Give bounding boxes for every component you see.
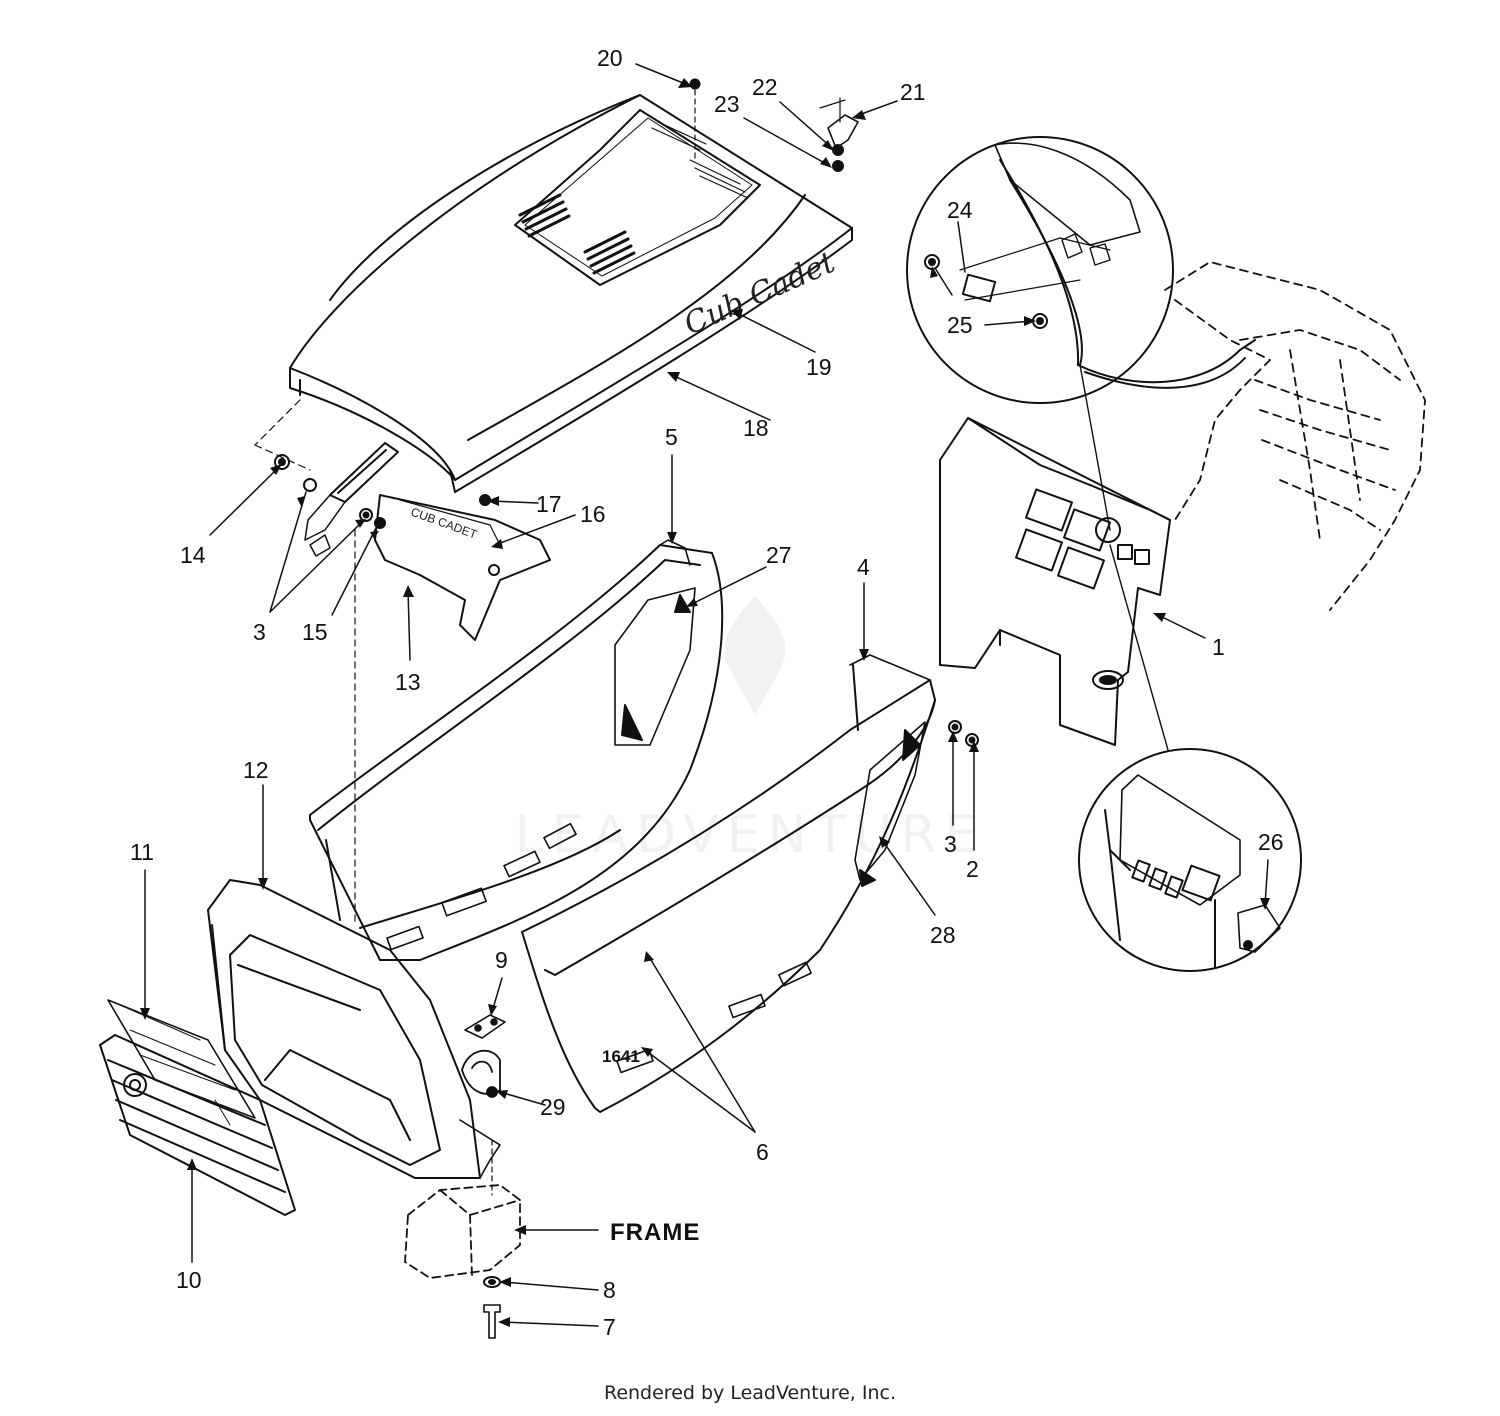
arrowheads bbox=[140, 78, 1270, 1327]
watermark: LEADVENTURE bbox=[514, 805, 986, 865]
callout-10: 10 bbox=[176, 1267, 202, 1293]
callout-17: 17 bbox=[536, 491, 562, 517]
callout-19: 19 bbox=[806, 354, 832, 380]
bracket-text: CUB CADET bbox=[409, 505, 480, 542]
callout-15: 15 bbox=[302, 619, 328, 645]
callout-27: 27 bbox=[766, 542, 792, 568]
callout-3: 3 bbox=[253, 619, 266, 645]
callout-4: 4 bbox=[857, 554, 870, 580]
callout-22: 22 bbox=[752, 74, 778, 100]
callout-21: 21 bbox=[900, 79, 926, 105]
grille bbox=[100, 1035, 295, 1215]
callout-14: 14 bbox=[180, 542, 206, 568]
engine-outline bbox=[1165, 262, 1425, 610]
bumper-29 bbox=[462, 1051, 500, 1195]
callout-13: 13 bbox=[395, 669, 421, 695]
callout-24: 24 bbox=[947, 197, 973, 223]
callout-7: 7 bbox=[603, 1314, 616, 1340]
hood-logo: Cub Cadet bbox=[679, 245, 841, 343]
callout-25: 25 bbox=[947, 312, 973, 338]
callout-28: 28 bbox=[930, 922, 956, 948]
callout-16: 16 bbox=[580, 501, 606, 527]
callout-26: 26 bbox=[1258, 829, 1284, 855]
callout-6: 6 bbox=[756, 1139, 769, 1165]
model-number: 1641 bbox=[602, 1047, 640, 1066]
left-panel-window-27 bbox=[615, 588, 695, 745]
grille-screen bbox=[108, 1000, 255, 1118]
callout-20: 20 bbox=[597, 45, 623, 71]
footer-credit: Rendered by LeadVenture, Inc. bbox=[603, 1382, 897, 1404]
right-panel-window-28 bbox=[855, 722, 925, 880]
hood-vent-panel bbox=[515, 110, 760, 285]
right-side-panel: 1641 bbox=[522, 655, 978, 1112]
bracket-26 bbox=[1238, 905, 1280, 952]
frame-label: FRAME bbox=[610, 1219, 700, 1246]
hood-vent-grille-left bbox=[520, 195, 569, 236]
callout-3: 3 bbox=[944, 831, 957, 857]
callout-2: 2 bbox=[966, 856, 979, 882]
dash-panel bbox=[940, 418, 1170, 745]
callout-23: 23 bbox=[714, 91, 740, 117]
bolt-14 bbox=[275, 455, 289, 469]
callout-5: 5 bbox=[665, 424, 678, 450]
frame-outline bbox=[405, 1185, 520, 1278]
callout-8: 8 bbox=[603, 1277, 616, 1303]
hood-hinge-hardware bbox=[691, 80, 859, 172]
callout-12: 12 bbox=[243, 757, 269, 783]
detail-circle-top bbox=[907, 137, 1255, 403]
grille-housing bbox=[208, 880, 500, 1178]
hood-vent-grille-right bbox=[585, 232, 634, 273]
bolt-7 bbox=[484, 1305, 500, 1338]
callout-11: 11 bbox=[130, 839, 154, 865]
screw-17 bbox=[480, 495, 490, 505]
detail-circle-bottom bbox=[1079, 749, 1301, 971]
left-side-panel bbox=[310, 540, 722, 960]
screw-20 bbox=[691, 80, 700, 89]
callout-18: 18 bbox=[743, 415, 769, 441]
callout-29: 29 bbox=[540, 1094, 566, 1120]
bracket-16 bbox=[375, 495, 550, 640]
watermark-logo-icon bbox=[724, 595, 786, 715]
callout-labels: 1 2 3 3 4 5 6 7 8 9 10 11 12 13 14 15 16… bbox=[130, 45, 1284, 1340]
hinge-bracket-21 bbox=[828, 115, 858, 148]
callout-9: 9 bbox=[495, 947, 508, 973]
clip-9 bbox=[465, 1015, 505, 1038]
callout-1: 1 bbox=[1212, 634, 1225, 660]
washer-8 bbox=[484, 1277, 500, 1287]
nut-23 bbox=[833, 161, 843, 171]
